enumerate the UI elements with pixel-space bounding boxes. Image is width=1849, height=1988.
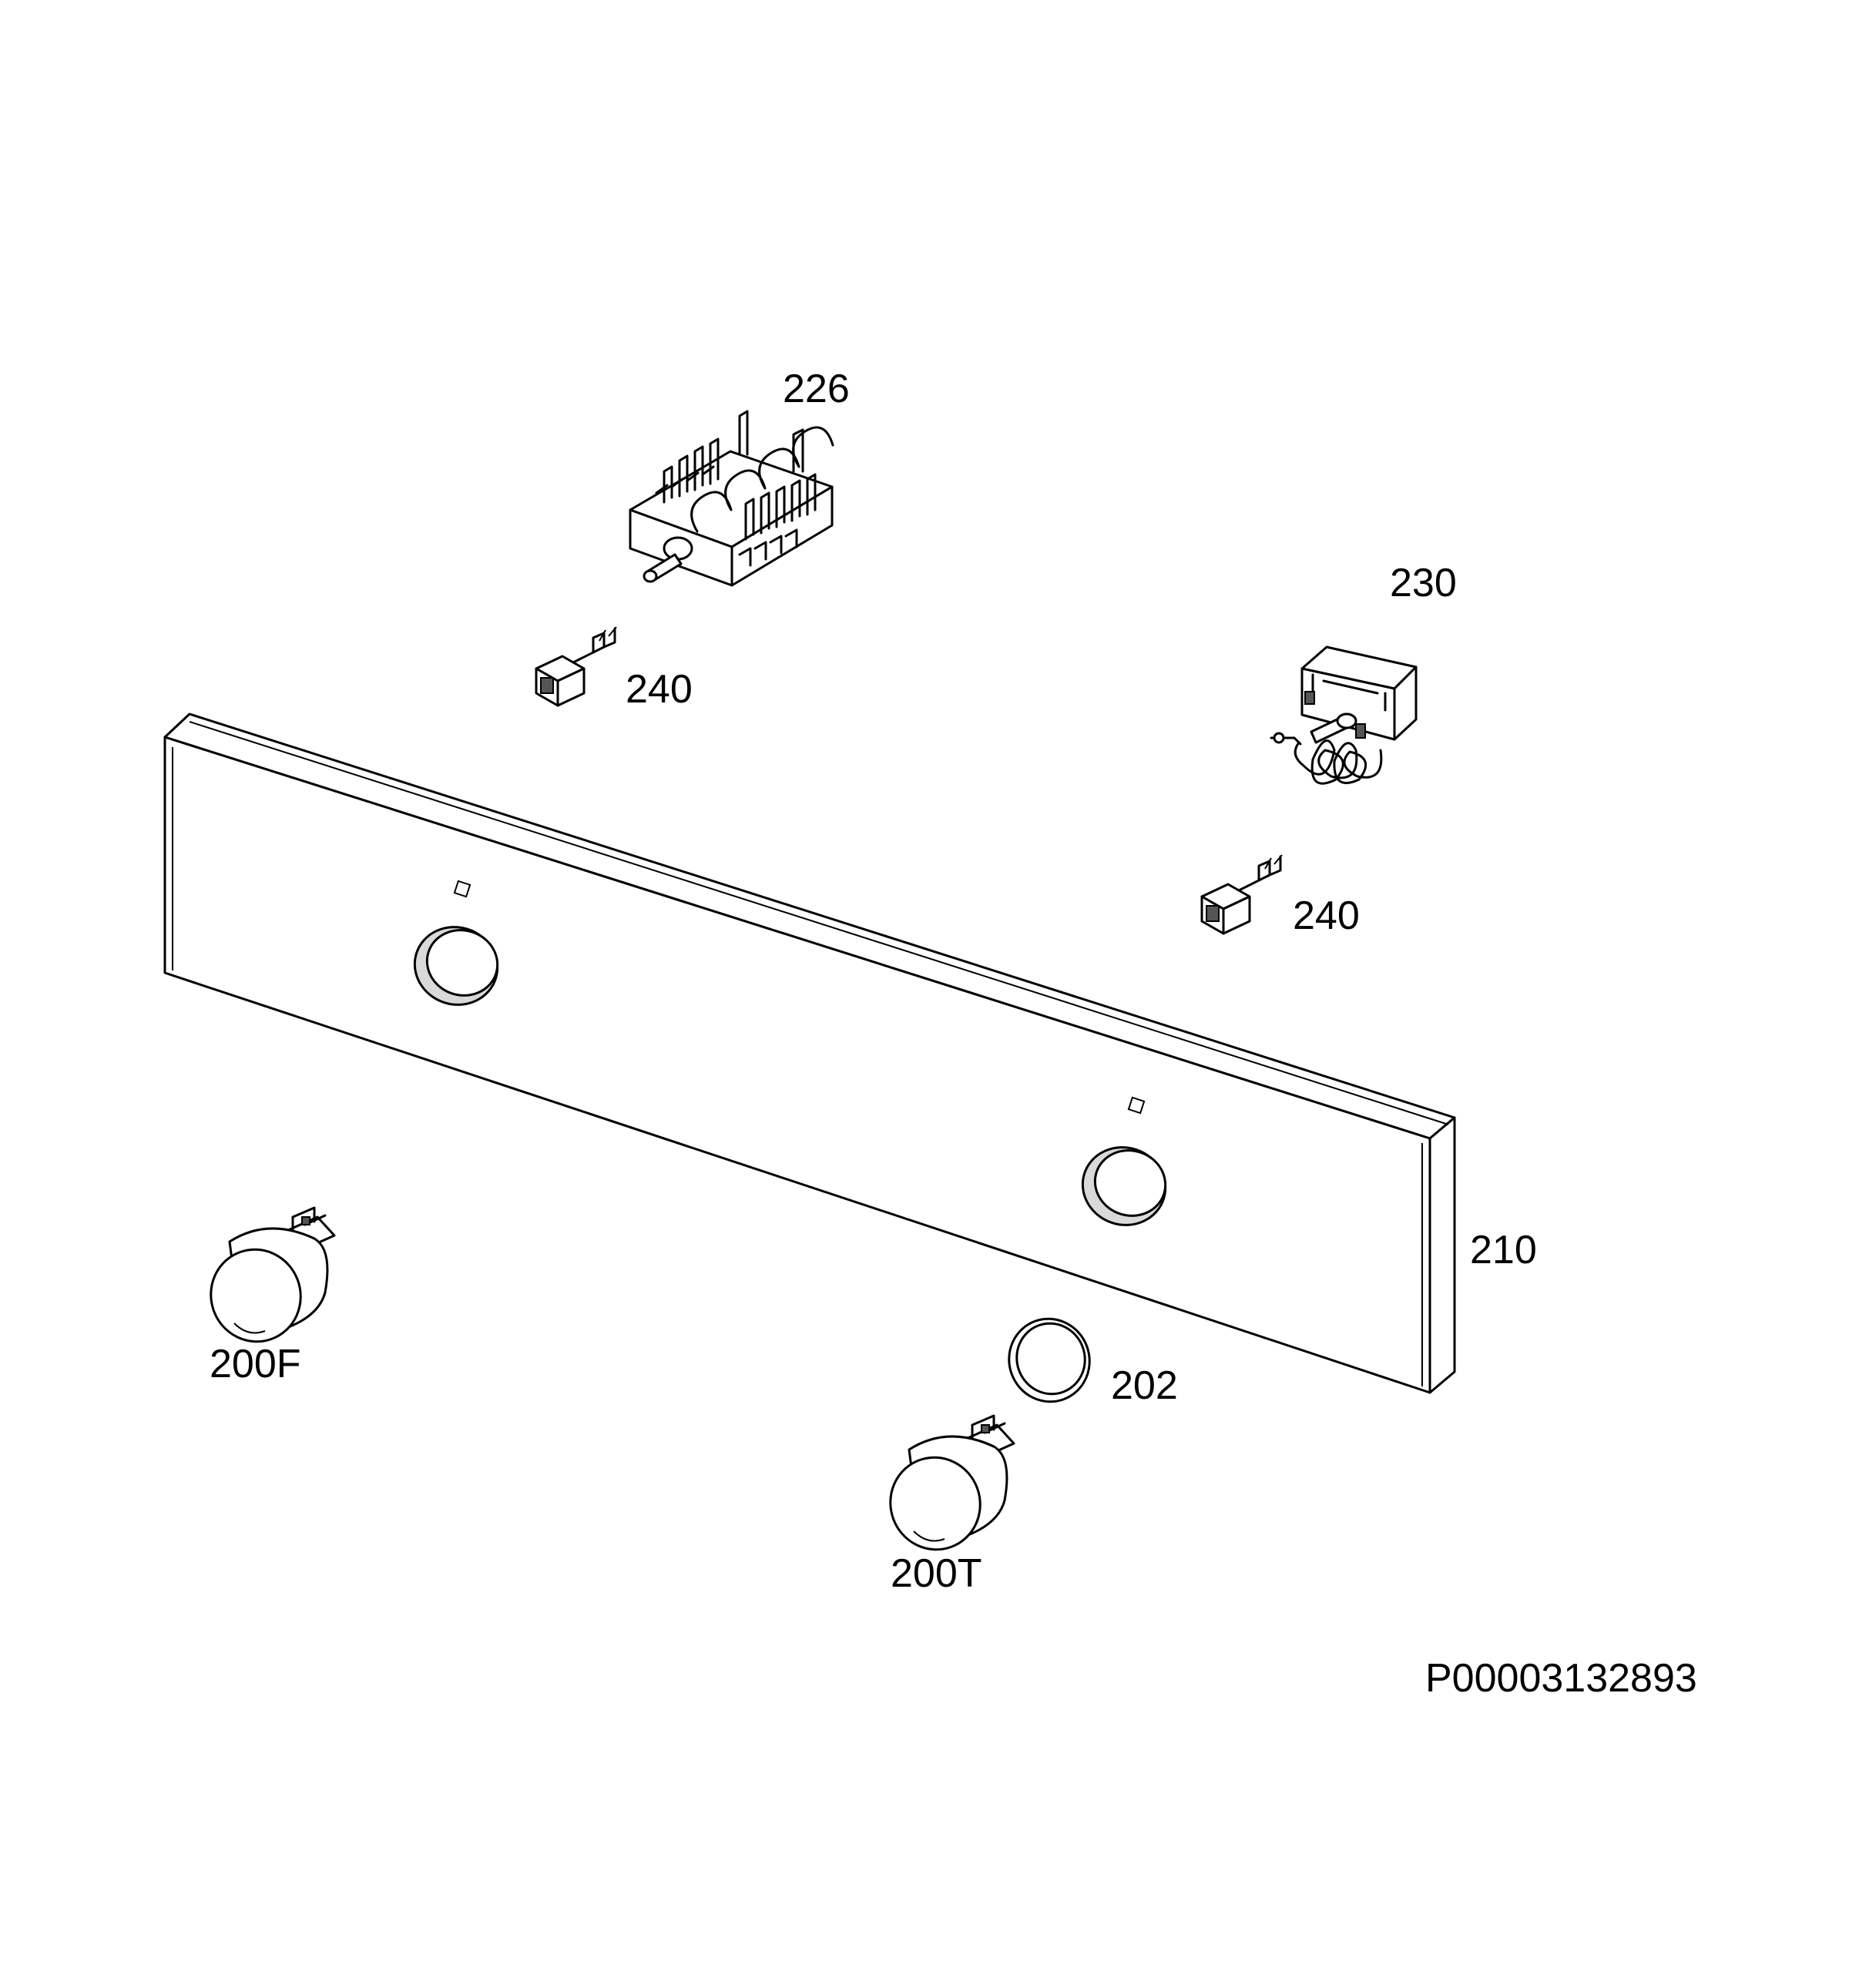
svg-text:200F: 200F (210, 1342, 301, 1386)
indicator-lamp-right[interactable] (1200, 854, 1283, 935)
label-240-left: 240 (626, 667, 693, 712)
svg-text:202: 202 (1111, 1363, 1178, 1408)
thermostat[interactable] (1270, 645, 1418, 785)
label-230: 230 (1390, 561, 1457, 605)
switch-spring (690, 426, 834, 533)
knob-hole-right (1081, 1146, 1167, 1226)
label-200F: 200F (210, 1342, 301, 1386)
function-knob[interactable] (198, 1206, 336, 1354)
knob-ring[interactable] (998, 1307, 1102, 1413)
label-200T: 200T (891, 1551, 982, 1596)
svg-text:240: 240 (1293, 893, 1360, 938)
indicator-hole-left (453, 880, 471, 898)
svg-text:200T: 200T (891, 1551, 982, 1596)
selector-switch[interactable] (629, 410, 834, 587)
temperature-knob[interactable] (878, 1414, 1015, 1562)
svg-text:230: 230 (1390, 561, 1457, 605)
label-240-right: 240 (1293, 893, 1360, 938)
svg-text:226: 226 (783, 367, 850, 411)
drawing-id: P00003132893 (1425, 1656, 1697, 1701)
switch-shaft (643, 536, 693, 583)
terminal-row-right (738, 473, 817, 567)
knob-hole-left (413, 926, 499, 1006)
svg-text:210: 210 (1470, 1228, 1537, 1272)
capillary-coil (1270, 732, 1383, 785)
label-210: 210 (1470, 1228, 1537, 1272)
terminal-row-left (655, 437, 720, 504)
indicator-lamp-left[interactable] (535, 626, 617, 707)
svg-text:240: 240 (626, 667, 693, 712)
svg-text:P00003132893: P00003132893 (1425, 1656, 1697, 1701)
indicator-hole-right (1127, 1096, 1146, 1115)
label-226: 226 (783, 367, 850, 411)
control-panel[interactable] (163, 712, 1456, 1394)
label-202: 202 (1111, 1363, 1178, 1408)
